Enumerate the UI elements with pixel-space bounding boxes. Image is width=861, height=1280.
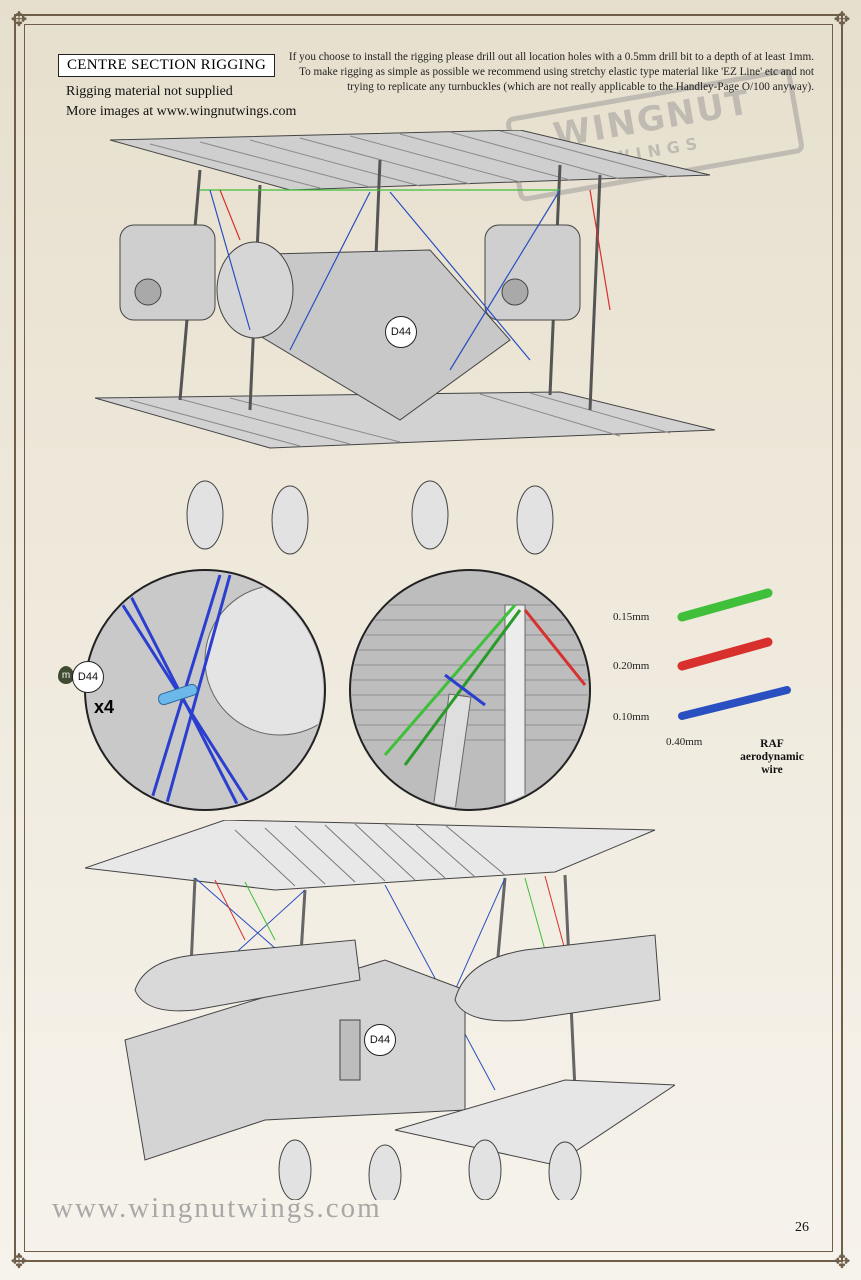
more-images-link[interactable]: More images at www.wingnutwings.com xyxy=(66,104,297,119)
legend-size-blue-secondary: 0.40mm xyxy=(666,736,703,748)
page-border-outer xyxy=(14,14,843,1262)
section-title: CENTRE SECTION RIGGING xyxy=(58,54,276,77)
page-number: 26 xyxy=(795,1220,809,1235)
part-callout-d44-top: D44 xyxy=(385,316,417,348)
material-badge-icon: m xyxy=(58,666,74,684)
legend-swatch-green xyxy=(677,588,773,622)
legend-size-green: 0.15mm xyxy=(613,611,650,623)
legend-size-red: 0.20mm xyxy=(613,660,650,672)
legend-size-blue: 0.10mm xyxy=(613,711,650,723)
footer-watermark-url: www.wingnutwings.com xyxy=(52,1192,382,1224)
legend-swatch-red xyxy=(677,637,773,671)
corner-ornament-icon: ✥ xyxy=(833,1249,851,1273)
page-border-inner xyxy=(24,24,833,1252)
material-note: Rigging material not supplied xyxy=(66,84,233,99)
legend-blue-description: RAF aerodynamic wire xyxy=(740,738,804,776)
legend-swatch-blue xyxy=(678,686,791,720)
corner-ornament-icon: ✥ xyxy=(833,7,851,31)
rigging-instructions: If you choose to install the rigging ple… xyxy=(288,51,814,93)
corner-ornament-icon: ✥ xyxy=(10,7,28,31)
part-callout-d44-detail: D44 xyxy=(72,661,104,693)
part-callout-d44-bottom: D44 xyxy=(364,1024,396,1056)
detail-circle-strut-rigging xyxy=(349,569,591,811)
bottom-aircraft-illustration xyxy=(85,820,675,1200)
corner-ornament-icon: ✥ xyxy=(10,1249,28,1273)
detail-circle-fitting xyxy=(84,569,326,811)
part-quantity: x4 xyxy=(94,697,115,717)
top-aircraft-illustration xyxy=(94,130,716,555)
